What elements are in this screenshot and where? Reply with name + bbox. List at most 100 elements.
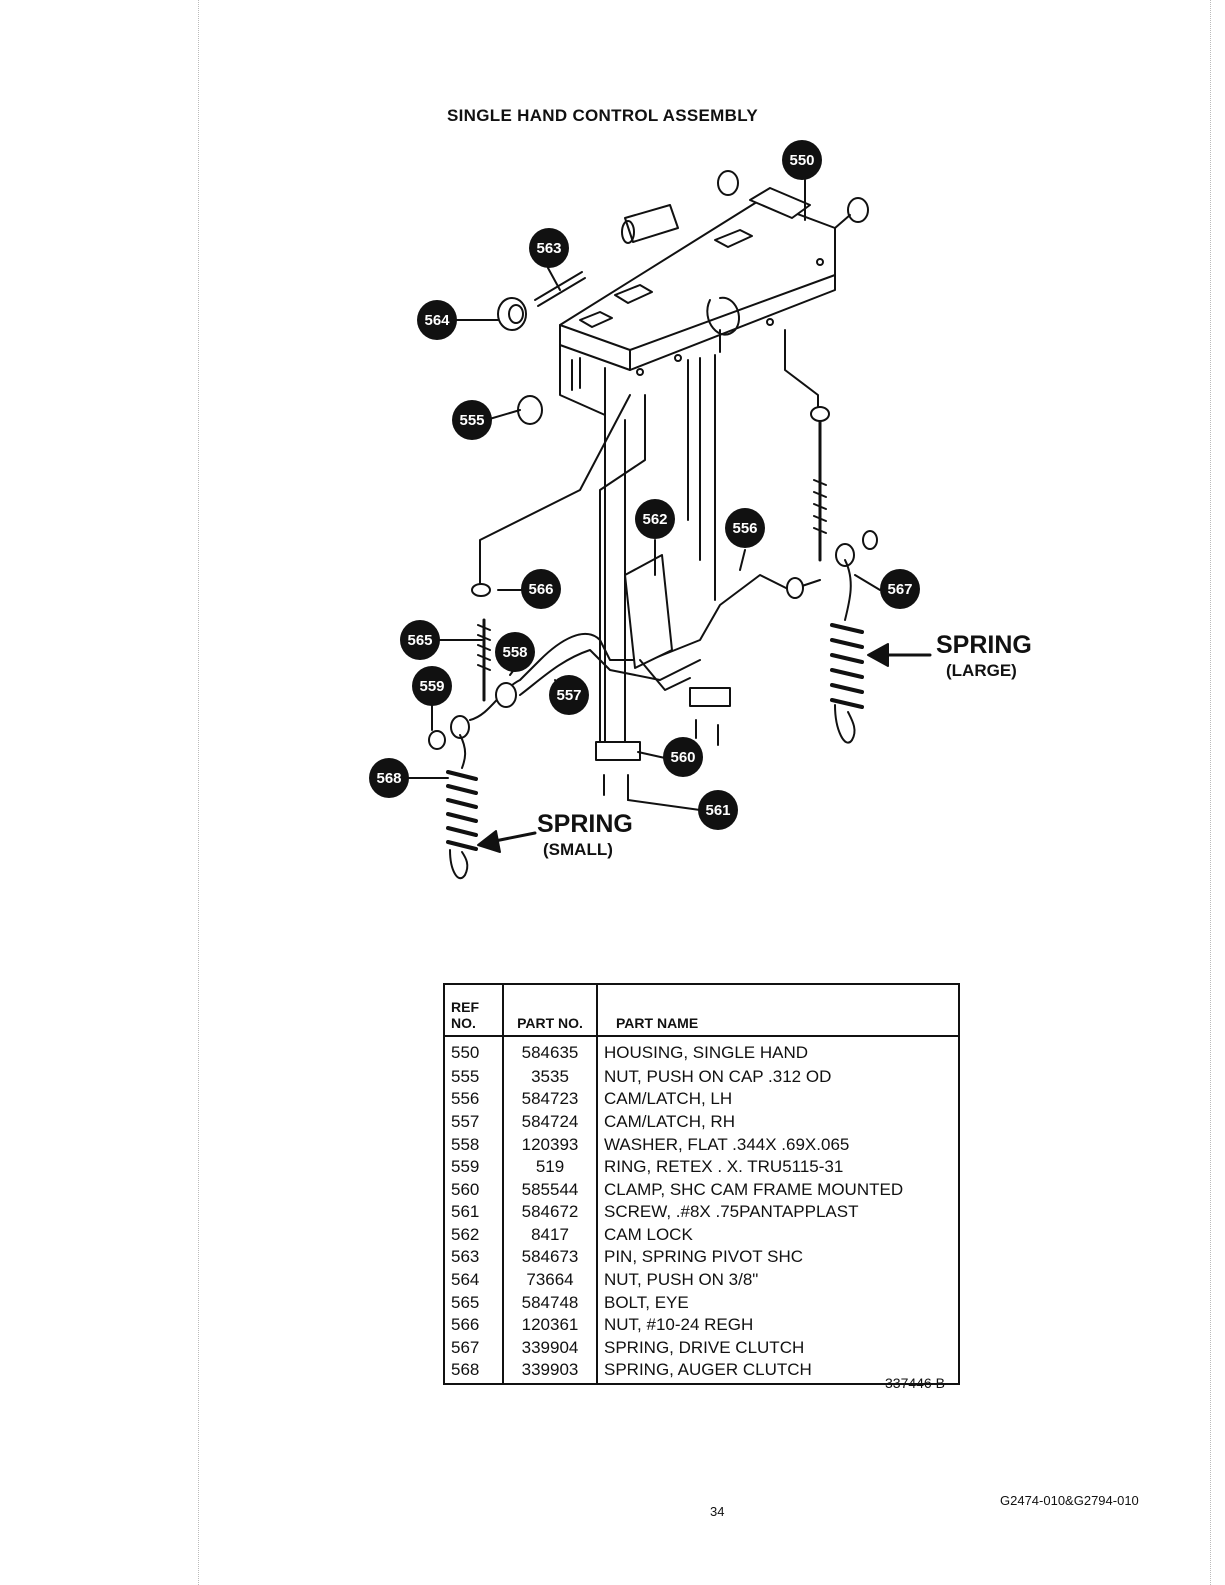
header-part-no: PART NO.: [502, 983, 598, 1037]
callout-label: 558: [502, 644, 527, 661]
housing-550: [559, 187, 836, 416]
callout-label: 560: [670, 749, 695, 766]
part-no-cell: 584724: [502, 1112, 598, 1135]
spring-small-568: [446, 734, 478, 880]
part-name-cell: CAM LOCK: [596, 1224, 960, 1248]
part-name-cell: NUT, PUSH ON 3/8": [596, 1269, 960, 1293]
callout-557: 557: [549, 675, 589, 715]
ref-no-cell: 561: [443, 1202, 504, 1225]
ref-no-cell: 566: [443, 1315, 504, 1338]
callout-label: 557: [556, 687, 581, 704]
spring-large-567: [830, 559, 864, 744]
callout-label: 566: [528, 581, 553, 598]
callout-label: 561: [705, 802, 730, 819]
callout-562: 562: [635, 499, 675, 539]
header-part-name: PART NAME: [596, 983, 960, 1037]
callout-558: 558: [495, 632, 535, 672]
part-no-cell: 73664: [502, 1269, 598, 1293]
callout-label: 556: [732, 520, 757, 537]
callout-559: 559: [412, 666, 452, 706]
ref-no-cell: 555: [443, 1066, 504, 1090]
ref-no-cell: 563: [443, 1247, 504, 1270]
ref-no-cell: 557: [443, 1112, 504, 1135]
part-name-cell: NUT, PUSH ON CAP .312 OD: [596, 1066, 960, 1090]
part-name-cell: CAM/LATCH, RH: [596, 1112, 960, 1135]
callout-label: 555: [459, 412, 484, 429]
ref-no-cell: 565: [443, 1292, 504, 1316]
exploded-assembly-diagram: 550 563 564 555 562 556 566 567 565 558 559 557 560 5…: [369, 140, 932, 880]
part-name-cell: CLAMP, SHC CAM FRAME MOUNTED: [596, 1179, 960, 1203]
part-name-cell: SPRING, DRIVE CLUTCH: [596, 1337, 960, 1361]
table-header-row: REF NO. PART NO. PART NAME: [443, 983, 960, 1037]
callout-label: 564: [424, 312, 450, 329]
spring-large-label: SPRING (LARGE): [936, 631, 1032, 680]
part-name-cell: HOUSING, SINGLE HAND: [596, 1036, 960, 1067]
callout-566: 566: [521, 569, 561, 609]
part-name-cell: BOLT, EYE: [596, 1292, 960, 1316]
page-number: 34: [710, 1504, 725, 1519]
ref-no-cell: 568: [443, 1360, 504, 1384]
ref-no-cell: 564: [443, 1269, 504, 1293]
part-no-cell: 519: [502, 1157, 598, 1180]
part-name-cell: CAM/LATCH, LH: [596, 1089, 960, 1112]
ref-no-cell: 560: [443, 1179, 504, 1203]
callout-560: 560: [663, 737, 703, 777]
push-nut-564: [497, 297, 527, 331]
part-no-cell: 339903: [502, 1360, 598, 1384]
callout-555: 555: [452, 400, 492, 440]
part-no-cell: 8417: [502, 1224, 598, 1248]
ref-no-cell: 550: [443, 1036, 504, 1067]
ref-no-cell: 562: [443, 1224, 504, 1248]
callout-567: 567: [880, 569, 920, 609]
ref-no-cell: 556: [443, 1089, 504, 1112]
document-reference: 337446 B: [885, 1375, 945, 1391]
part-no-cell: 120361: [502, 1315, 598, 1338]
ref-no-cell: 567: [443, 1337, 504, 1361]
right-margin-line: [1210, 0, 1211, 1585]
push-nut-555: [517, 395, 543, 425]
diagram-title: SINGLE HAND CONTROL ASSEMBLY: [447, 106, 758, 125]
spring-small-size: (SMALL): [543, 840, 613, 859]
part-no-cell: 584748: [502, 1292, 598, 1316]
part-name-cell: PIN, SPRING PIVOT SHC: [596, 1247, 960, 1270]
part-name-cell: SPRING, AUGER CLUTCH: [596, 1360, 960, 1384]
callout-label: 559: [419, 678, 444, 695]
part-no-cell: 339904: [502, 1337, 598, 1361]
part-name-cell: WASHER, FLAT .344X .69X.065: [596, 1134, 960, 1158]
callout-label: 568: [376, 770, 401, 787]
part-name-cell: RING, RETEX . X. TRU5115-31: [596, 1157, 960, 1180]
ref-no-cell: 559: [443, 1157, 504, 1180]
callout-564: 564: [417, 300, 457, 340]
left-margin-line: [198, 0, 199, 1585]
callout-label: 550: [789, 152, 814, 169]
callout-568: 568: [369, 758, 409, 798]
part-name-cell: NUT, #10-24 REGH: [596, 1315, 960, 1338]
callout-565: 565: [400, 620, 440, 660]
part-no-cell: 3535: [502, 1066, 598, 1090]
part-no-cell: 584673: [502, 1247, 598, 1270]
part-no-cell: 584635: [502, 1036, 598, 1067]
spring-small-title: SPRING: [537, 810, 633, 838]
ref-no-cell: 558: [443, 1134, 504, 1158]
callout-563: 563: [529, 228, 569, 268]
callout-label: 565: [407, 632, 432, 649]
spring-large-title: SPRING: [936, 631, 1032, 659]
header-ref-no: REF NO.: [443, 983, 504, 1037]
part-no-cell: 585544: [502, 1179, 598, 1203]
